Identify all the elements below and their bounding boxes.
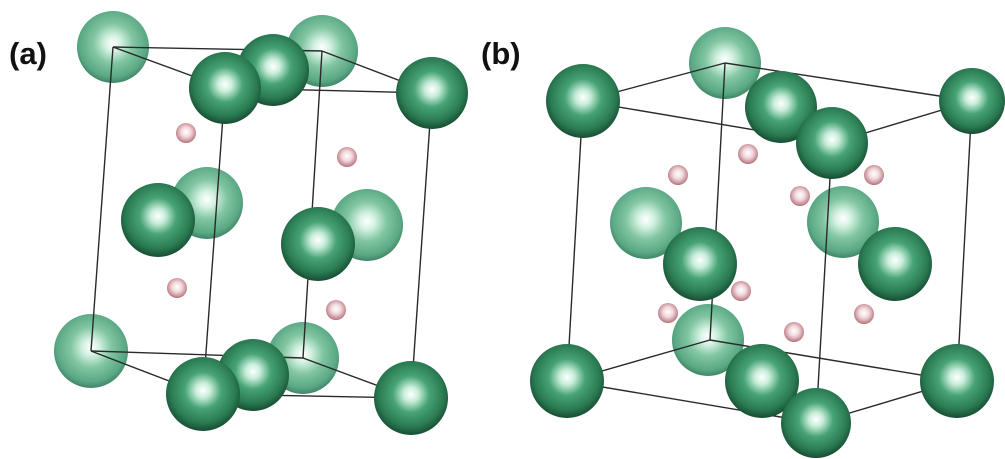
large-atom-front — [745, 71, 817, 143]
panel-a-label: (a) — [9, 36, 47, 71]
large-atom-front — [725, 344, 799, 418]
small-atom — [658, 303, 678, 323]
large-atom-front — [189, 52, 261, 124]
panel-b-label: (b) — [481, 36, 521, 71]
large-atom-front — [530, 344, 604, 418]
small-atom — [176, 123, 196, 143]
cell-edge — [202, 87, 226, 395]
cell-edge — [566, 100, 584, 382]
large-atom-front — [281, 207, 355, 281]
large-atom-back — [610, 187, 682, 259]
cell-edge — [566, 380, 817, 424]
large-atom-front — [374, 361, 448, 435]
large-atom-front — [121, 183, 195, 257]
large-atom-front — [920, 344, 994, 418]
small-atom — [167, 278, 187, 298]
cell-edge — [724, 62, 973, 102]
large-atom-front — [781, 388, 851, 458]
small-atom — [731, 281, 751, 301]
small-atom — [668, 165, 688, 185]
small-atom — [326, 300, 346, 320]
large-atom-front — [396, 57, 468, 129]
large-atom-front — [663, 227, 737, 301]
cell-edge — [90, 46, 114, 352]
cell-edge — [410, 92, 433, 399]
small-atom — [337, 147, 357, 167]
panel-a-structure — [54, 11, 468, 435]
cell-edge — [302, 50, 323, 359]
small-atom — [738, 144, 758, 164]
large-atom-front — [166, 357, 240, 431]
small-atom — [784, 322, 804, 342]
small-atom — [790, 186, 810, 206]
large-atom-front — [939, 68, 1005, 134]
small-atom — [854, 304, 874, 324]
panel-b-structure — [530, 27, 1005, 458]
cell-edge — [956, 100, 973, 382]
cell-edge — [815, 142, 833, 424]
large-atom-front — [796, 107, 868, 179]
large-atom-front — [546, 64, 620, 138]
large-atom-front — [858, 227, 932, 301]
small-atom — [864, 165, 884, 185]
large-atom-back — [807, 186, 879, 258]
